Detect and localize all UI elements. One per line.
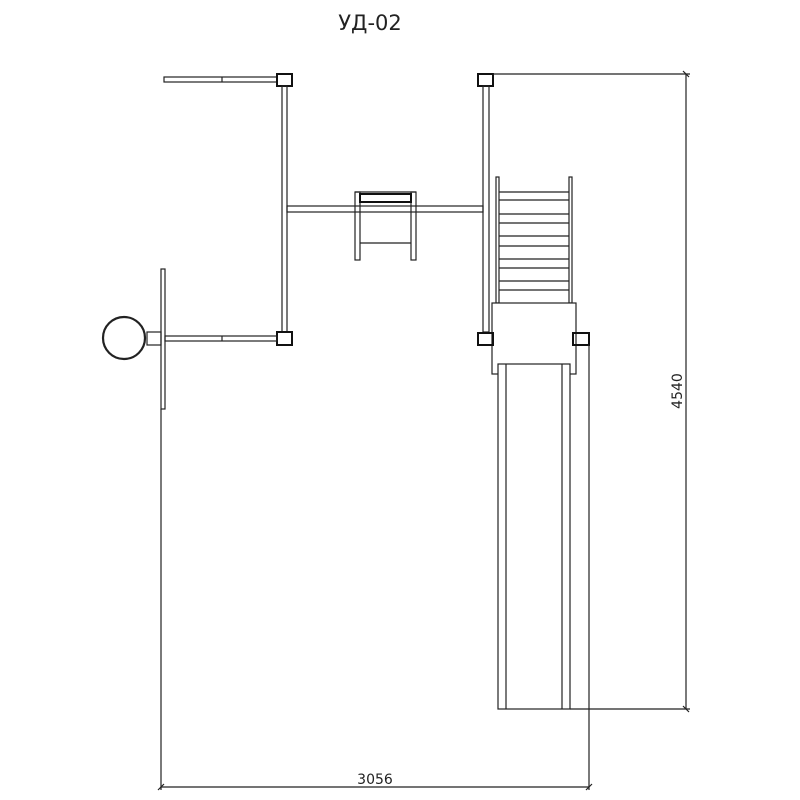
drawing-title: УД-02 [338,11,402,35]
ladder-rungs [499,191,569,291]
seat-board [359,193,412,203]
tick-mark [157,783,165,791]
right-vertical-bar [482,85,490,333]
slide-tower [477,73,590,710]
dimension-length: 4540 [493,70,690,713]
bottom-right-post [477,332,494,346]
ladder-right-rail [568,176,573,304]
dimension-width: 3056 [157,345,593,791]
tick-mark [682,705,690,713]
width-dimension-label: 3056 [357,772,393,788]
platform-corner-post [572,332,590,346]
top-left-post [276,73,293,87]
length-dimension-label: 4540 [670,373,686,409]
top-right-post [477,73,494,87]
hoop-bracket [146,331,162,346]
ladder-left-rail [495,176,500,304]
left-horizontal-bar-frame [163,73,293,346]
tick-mark [682,70,690,78]
hoop-ring [101,315,147,361]
left-vertical-bar [281,85,288,333]
tower-platform [491,302,577,375]
middle-crossbar [286,205,484,213]
backboard [160,268,166,410]
basketball-hoop [101,268,166,410]
top-left-bar [163,76,278,83]
crossbar-with-seat [286,191,484,261]
bottom-left-post [276,331,293,346]
bottom-left-bar [164,335,278,342]
slide-chute [497,363,571,710]
tick-mark [585,783,593,791]
